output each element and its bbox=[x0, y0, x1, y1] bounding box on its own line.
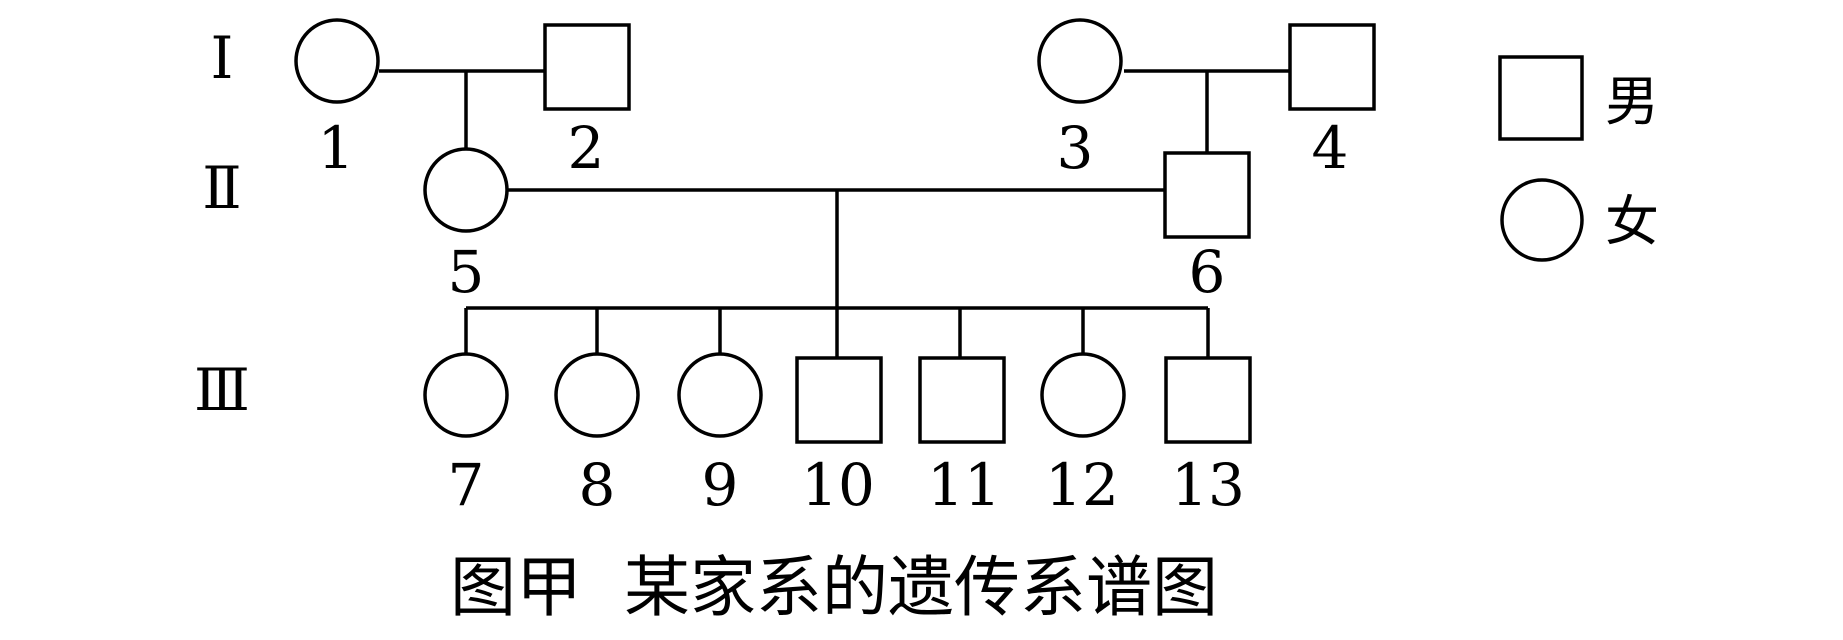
female-symbol-7 bbox=[423, 352, 509, 438]
female-symbol-8 bbox=[554, 352, 640, 438]
generation-label-1: Ⅰ bbox=[211, 24, 234, 92]
individual-label-5: 5 bbox=[448, 238, 485, 306]
female-symbol-5 bbox=[423, 147, 509, 233]
female-symbol-3 bbox=[1037, 18, 1123, 104]
generation-label-3: Ⅲ bbox=[194, 356, 250, 424]
male-symbol-13 bbox=[1164, 356, 1252, 444]
male-symbol-4 bbox=[1288, 23, 1376, 111]
female-symbol-1 bbox=[294, 18, 380, 104]
female-symbol-9 bbox=[677, 352, 763, 438]
individual-label-6: 6 bbox=[1189, 238, 1226, 306]
generation-label-2: Ⅱ bbox=[202, 154, 241, 222]
legend-female-label: 女 bbox=[1605, 190, 1659, 253]
individual-label-13: 13 bbox=[1171, 451, 1245, 519]
legend-female-symbol bbox=[1500, 178, 1584, 262]
legend-male-symbol bbox=[1498, 55, 1584, 141]
individual-label-12: 12 bbox=[1045, 451, 1119, 519]
individual-label-9: 9 bbox=[702, 451, 739, 519]
individual-label-8: 8 bbox=[579, 451, 616, 519]
male-symbol-2 bbox=[543, 23, 631, 111]
figure-caption: 图甲 某家系的遗传系谱图 bbox=[450, 549, 1218, 626]
male-symbol-6 bbox=[1163, 151, 1251, 239]
individual-label-10: 10 bbox=[801, 451, 875, 519]
male-symbol-11 bbox=[918, 356, 1006, 444]
legend-male-label: 男 bbox=[1605, 70, 1659, 133]
individual-label-1: 1 bbox=[318, 114, 355, 182]
individual-label-7: 7 bbox=[448, 451, 485, 519]
male-symbol-10 bbox=[795, 356, 883, 444]
individual-label-2: 2 bbox=[568, 114, 605, 182]
female-symbol-12 bbox=[1040, 352, 1126, 438]
individual-label-11: 11 bbox=[927, 451, 1001, 519]
individual-label-4: 4 bbox=[1312, 114, 1349, 182]
individual-label-3: 3 bbox=[1057, 114, 1094, 182]
